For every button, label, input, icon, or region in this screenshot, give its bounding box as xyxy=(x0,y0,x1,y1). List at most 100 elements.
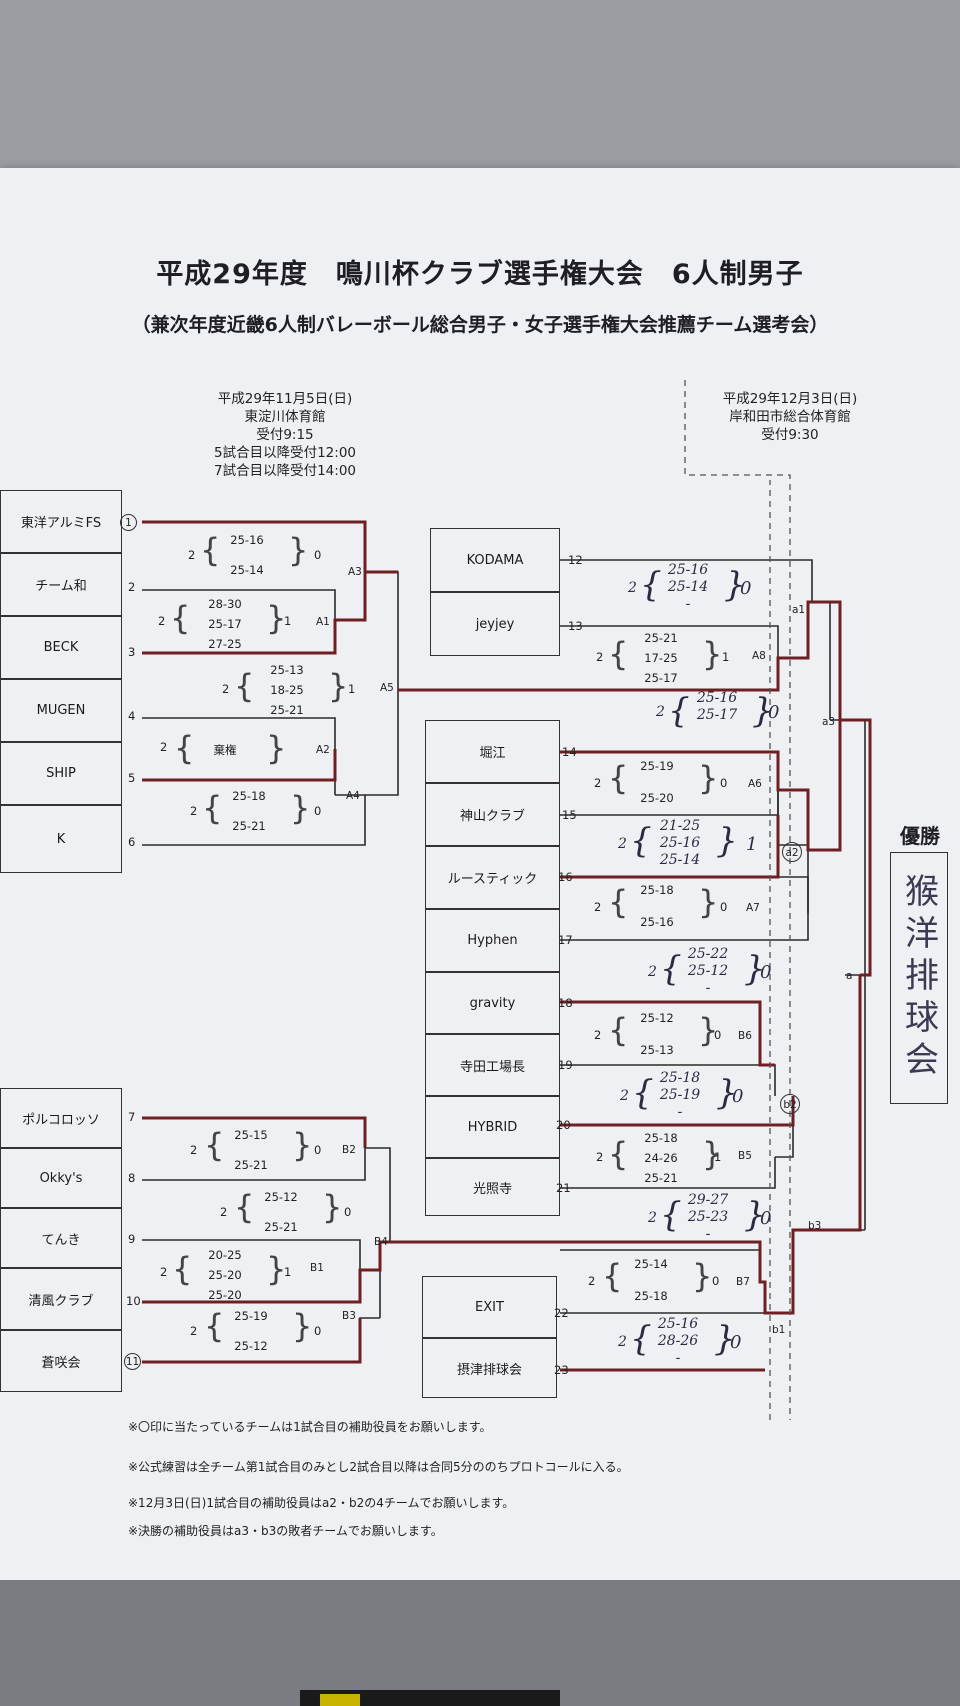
winner-sets: 2 xyxy=(648,964,657,980)
team-name: チーム和 xyxy=(35,579,87,594)
winner-sets: 2 xyxy=(588,1274,596,1288)
match-score-A1: 2 { 28-30 25-17 27-25 } 1 xyxy=(158,594,298,654)
team-name: KODAMA xyxy=(466,552,524,568)
seed-number: 4 xyxy=(128,709,136,723)
brace-close: } xyxy=(692,1257,713,1295)
match-label: a xyxy=(846,970,853,982)
brace-open: { xyxy=(602,1257,623,1295)
team-box: 清風クラブ xyxy=(0,1268,122,1330)
set-score: - xyxy=(685,596,691,612)
match-label: A3 xyxy=(348,566,362,578)
set-score: 25-17 xyxy=(644,671,678,685)
brace-close: } xyxy=(288,531,309,569)
venue1-place: 東淀川体育館 xyxy=(244,409,326,425)
brace-open: { xyxy=(204,1126,225,1164)
set-score: 25-19 xyxy=(234,1309,268,1323)
team-box: KODAMA xyxy=(430,528,560,592)
winner-sets: 2 xyxy=(620,1088,629,1104)
winner-sets: 2 xyxy=(222,682,230,696)
match-score-B7: 2 { 25-14 25-18 } 0 xyxy=(588,1254,738,1306)
set-score: 25-16 xyxy=(667,562,709,578)
brace-close: } xyxy=(322,1188,343,1226)
set-score: 25-21 xyxy=(232,819,266,833)
match-score-A6: 2 { 25-19 25-20 } 0 xyxy=(594,756,744,808)
venue2-date: 平成29年12月3日(日) xyxy=(722,391,858,407)
brace-close: } xyxy=(744,1195,766,1235)
brace-close: } xyxy=(724,565,746,605)
team-name: MUGEN xyxy=(36,703,86,718)
match-label: B1 xyxy=(310,1262,324,1274)
brace-open: { xyxy=(608,1135,629,1173)
brace-open: { xyxy=(200,531,221,569)
winner-sets: 2 xyxy=(594,900,602,914)
team-name: SHIP xyxy=(46,766,76,781)
stand-bar xyxy=(300,1690,560,1706)
set-score: 20-25 xyxy=(208,1248,242,1262)
handwritten-score-a2: 2 { 21-25 25-16 25-14 } 1 xyxy=(618,818,768,869)
loser-sets: 1 xyxy=(722,650,730,664)
seed-number: 8 xyxy=(128,1171,136,1185)
set-score: 25-16 xyxy=(230,533,264,547)
stand-tag xyxy=(320,1694,360,1706)
set-score: 25-18 xyxy=(659,1070,701,1086)
loser-sets: 1 xyxy=(746,834,758,855)
winner-sets: 2 xyxy=(596,1150,604,1164)
brace-open: { xyxy=(204,1307,225,1345)
winner-sets: 2 xyxy=(656,704,665,720)
team-name: 光照寺 xyxy=(472,1181,512,1197)
winner-sets: 2 xyxy=(160,1265,168,1279)
venue1-note5: 5試合目以降受付12:00 xyxy=(214,445,356,461)
winner-sets: 2 xyxy=(190,1324,198,1338)
winner-sets: 2 xyxy=(596,650,604,664)
set-score: 25-21 xyxy=(644,631,678,645)
brace-close: } xyxy=(292,1126,313,1164)
set-score: 25-12 xyxy=(264,1190,298,1204)
brace-open: { xyxy=(632,1073,654,1113)
seed-number: 12 xyxy=(568,553,583,567)
match-score-B4: 2 { 25-12 25-21 } 0 xyxy=(220,1187,370,1237)
seed-number: 14 xyxy=(562,745,577,759)
team-box: 東洋アルミFS xyxy=(0,490,122,553)
match-label: b3 xyxy=(808,1220,822,1232)
team-name: 東洋アルミFS xyxy=(20,516,102,531)
brace-open: { xyxy=(234,667,255,705)
team-name: K xyxy=(56,831,66,847)
team-box: EXIT xyxy=(422,1276,557,1338)
loser-sets: 0 xyxy=(714,1028,722,1042)
winner-sets: 2 xyxy=(618,836,627,852)
match-label: a1 xyxy=(792,604,806,616)
loser-sets: 0 xyxy=(314,1324,322,1338)
team-box: てんき xyxy=(0,1208,122,1268)
team-name: EXIT xyxy=(475,1299,504,1315)
brace-open: { xyxy=(630,821,652,861)
set-score: - xyxy=(677,1104,683,1120)
brace-close: } xyxy=(290,789,311,827)
match-label: A7 xyxy=(746,902,760,914)
champion-name: 猴洋排球会 xyxy=(898,873,939,1083)
set-score: 25-21 xyxy=(644,1171,678,1185)
set-score: 24-26 xyxy=(644,1151,678,1165)
loser-sets: 1 xyxy=(284,1265,292,1279)
team-box: BECK xyxy=(0,616,122,679)
match-label: b1 xyxy=(772,1324,786,1336)
loser-sets: 0 xyxy=(768,702,780,723)
match-label: a3 xyxy=(822,716,836,728)
winner-sets: 2 xyxy=(190,804,198,818)
brace-close: } xyxy=(714,1319,736,1359)
set-score: 25-16 xyxy=(659,835,701,851)
brace-close: } xyxy=(698,883,719,921)
brace-open: { xyxy=(172,1250,193,1288)
set-score: 25-23 xyxy=(687,1209,729,1225)
loser-sets: 0 xyxy=(314,548,322,562)
loser-sets: 1 xyxy=(284,614,292,628)
seed-number-circled: 11 xyxy=(124,1353,141,1370)
seed-number: 20 xyxy=(556,1118,571,1132)
seed-number: 10 xyxy=(126,1294,141,1308)
brace-close: } xyxy=(716,821,738,861)
handwritten-score-a3: 2 { 25-16 25-17 } 0 xyxy=(656,690,796,731)
brace-close: } xyxy=(702,635,723,673)
set-score: 25-16 xyxy=(696,690,738,706)
set-score: 25-12 xyxy=(234,1339,268,1353)
match-score-B5: 2 { 25-18 24-26 25-21 } 1 xyxy=(596,1128,746,1188)
